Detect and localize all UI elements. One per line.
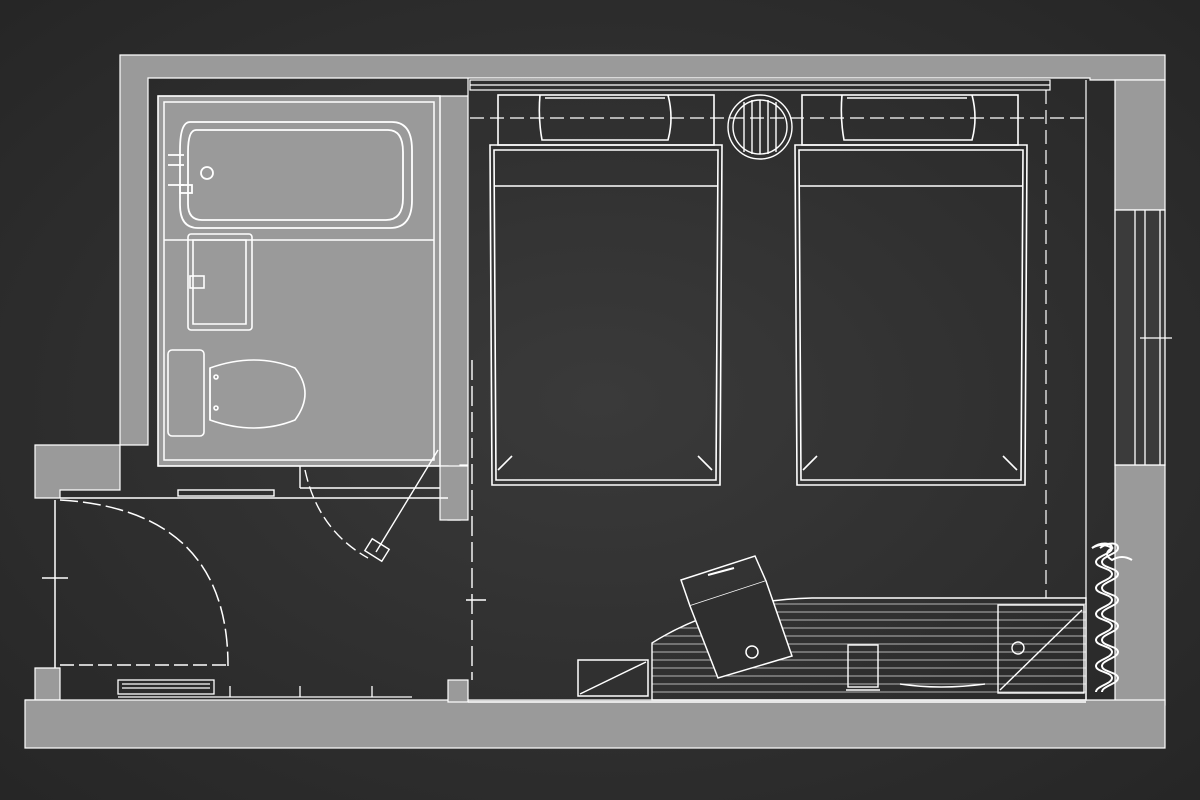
- toilet-icon: [167, 349, 306, 437]
- sink-icon: [187, 233, 253, 331]
- bathtub-icon: [168, 121, 413, 229]
- bed-icon: [794, 94, 1028, 486]
- shoe-rack-icon: [117, 679, 412, 698]
- radiator-icon: [1091, 542, 1133, 693]
- round-nightstand-icon: [727, 94, 793, 160]
- curtain-track: [469, 79, 1087, 700]
- bathroom: [157, 95, 441, 467]
- entry-threshold: [60, 489, 448, 499]
- bathroom-door-icon: [299, 449, 440, 563]
- entry-door-icon: [42, 499, 229, 668]
- bed-icon: [489, 94, 723, 486]
- bedroom-partition: [466, 360, 1086, 703]
- walls: [24, 54, 1166, 749]
- chair-icon: [680, 555, 793, 679]
- cabinet-icon: [577, 659, 649, 697]
- window-icon: [1114, 209, 1172, 466]
